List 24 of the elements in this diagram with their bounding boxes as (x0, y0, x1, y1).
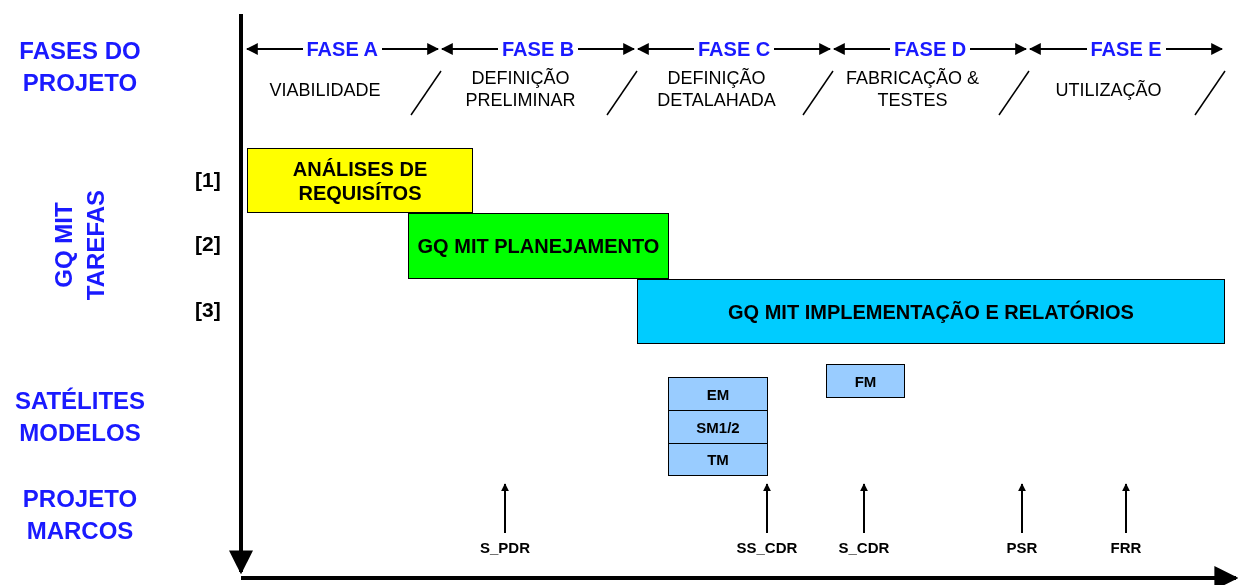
row-heading: FASES DO PROJETO (18, 36, 142, 98)
model-box: FM (826, 364, 905, 398)
milestone-label: FRR (1110, 539, 1142, 556)
task-bar: ANÁLISES DE REQUISÍTOS (247, 148, 473, 213)
task-bar: GQ MIT IMPLEMENTAÇÃO E RELATÓRIOS (637, 279, 1225, 344)
row-heading: SATÉLITES MODELOS (13, 386, 147, 448)
phase-name: VIABILIDADE (268, 79, 382, 101)
milestone-label: SS_CDR (736, 539, 798, 556)
row-heading: GQ MIT TAREFAS (49, 188, 110, 303)
row-heading: PROJETO MARCOS (21, 484, 139, 546)
task-number: [1] (195, 168, 221, 192)
task-bar: GQ MIT PLANEJAMENTO (408, 213, 669, 279)
phase-name: DEFINIÇÃO DETALAHADA (656, 67, 777, 111)
task-number: [2] (195, 232, 221, 256)
milestone-label: S_CDR (838, 539, 890, 556)
phase-name: DEFINIÇÃO PRELIMINAR (464, 67, 577, 111)
model-box: SM1/2 (668, 410, 768, 444)
task-number: [3] (195, 298, 221, 322)
model-box: TM (668, 443, 768, 476)
phase-name: UTILIZAÇÃO (1054, 79, 1163, 101)
milestone-label: PSR (1006, 539, 1038, 556)
milestone-label: S_PDR (480, 539, 531, 556)
phase-name: FABRICAÇÃO & TESTES (845, 67, 980, 111)
model-box: EM (668, 377, 768, 411)
